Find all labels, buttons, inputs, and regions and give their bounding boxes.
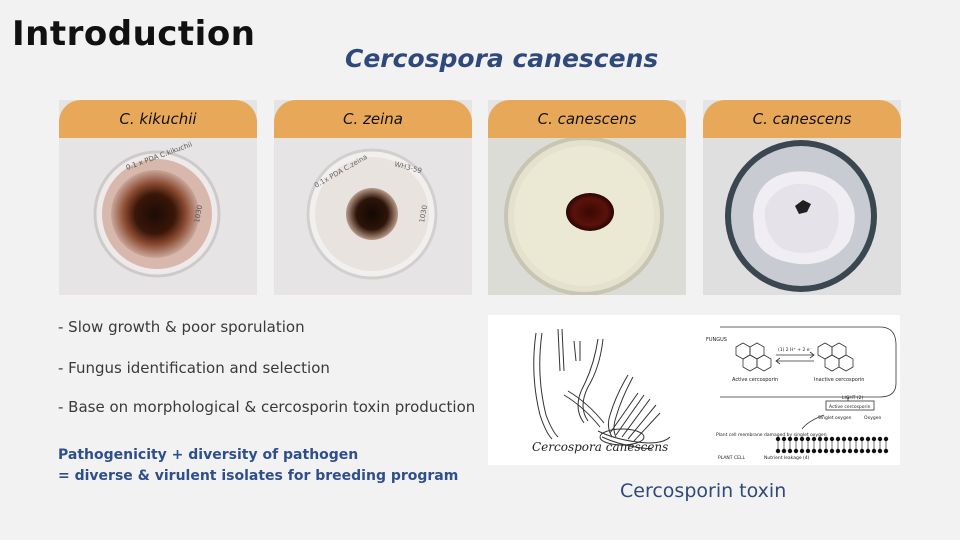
svg-text:Active cercosporin: Active cercosporin (829, 404, 871, 410)
petri-dish-photo: 0.1x PDA C.zeina WH3-59 1030 (274, 138, 472, 295)
culture-card-canescens-2: C. canescens (703, 100, 901, 295)
petri-dish-photo: 0.1 x PDA C.kikuchii 1030 (59, 138, 257, 295)
svg-text:PLANT CELL: PLANT CELL (718, 455, 745, 461)
toxin-scheme (720, 326, 897, 430)
card-label: C. kikuchii (59, 100, 257, 138)
summary-statement: Pathogenicity + diversity of pathogen = … (58, 445, 458, 487)
summary-line: Pathogenicity + diversity of pathogen (58, 447, 359, 463)
svg-text:Inactive cercosporin: Inactive cercosporin (814, 377, 864, 383)
svg-text:Nutrient leakage (4): Nutrient leakage (4) (764, 455, 810, 461)
membrane-bilayer (775, 436, 889, 454)
bullet-item: - Fungus identification and selection (58, 359, 330, 377)
card-label: C. canescens (488, 100, 686, 138)
drawing-label: Cercospora canescens (532, 440, 668, 454)
svg-text:1030: 1030 (418, 204, 429, 223)
svg-text:FUNGUS: FUNGUS (706, 337, 727, 343)
petri-dish-photo (703, 138, 901, 295)
figure-caption: Cercosporin toxin (620, 480, 787, 502)
svg-text:Active cercosporin: Active cercosporin (732, 377, 778, 383)
svg-text:1030: 1030 (193, 204, 204, 223)
card-label: C. canescens (703, 100, 901, 138)
petri-dish-photo (488, 136, 686, 296)
svg-text:Singlet oxygen: Singlet oxygen (818, 415, 852, 421)
svg-text:Plant cell membrane damaged by: Plant cell membrane damaged by singlet o… (716, 432, 827, 438)
svg-text:LIGHT (2): LIGHT (2) (842, 395, 864, 401)
summary-line: = diverse & virulent isolates for breedi… (58, 468, 459, 484)
card-label: C. zeina (274, 100, 472, 138)
svg-text:(1) 2 H⁺ + 2 e⁻: (1) 2 H⁺ + 2 e⁻ (778, 347, 813, 353)
culture-card-kikuchii: C. kikuchii 0.1 x PDA C.kikuchii 1030 (59, 100, 257, 295)
bullet-item: - Slow growth & poor sporulation (58, 318, 305, 336)
cercosporin-figure: Cercospora canescens FUNGUS Active (488, 315, 900, 465)
bullet-item: - Base on morphological & cercosporin to… (58, 398, 476, 416)
fungus-drawing (533, 328, 671, 450)
svg-text:Oxygen: Oxygen (864, 415, 881, 421)
slide-subtitle: Cercospora canescens (345, 44, 659, 73)
culture-card-canescens-1: C. canescens (488, 100, 686, 296)
slide-title: Introduction (12, 14, 256, 54)
culture-card-zeina: C. zeina 0.1x PDA C.zeina WH3-59 1030 (274, 100, 472, 295)
